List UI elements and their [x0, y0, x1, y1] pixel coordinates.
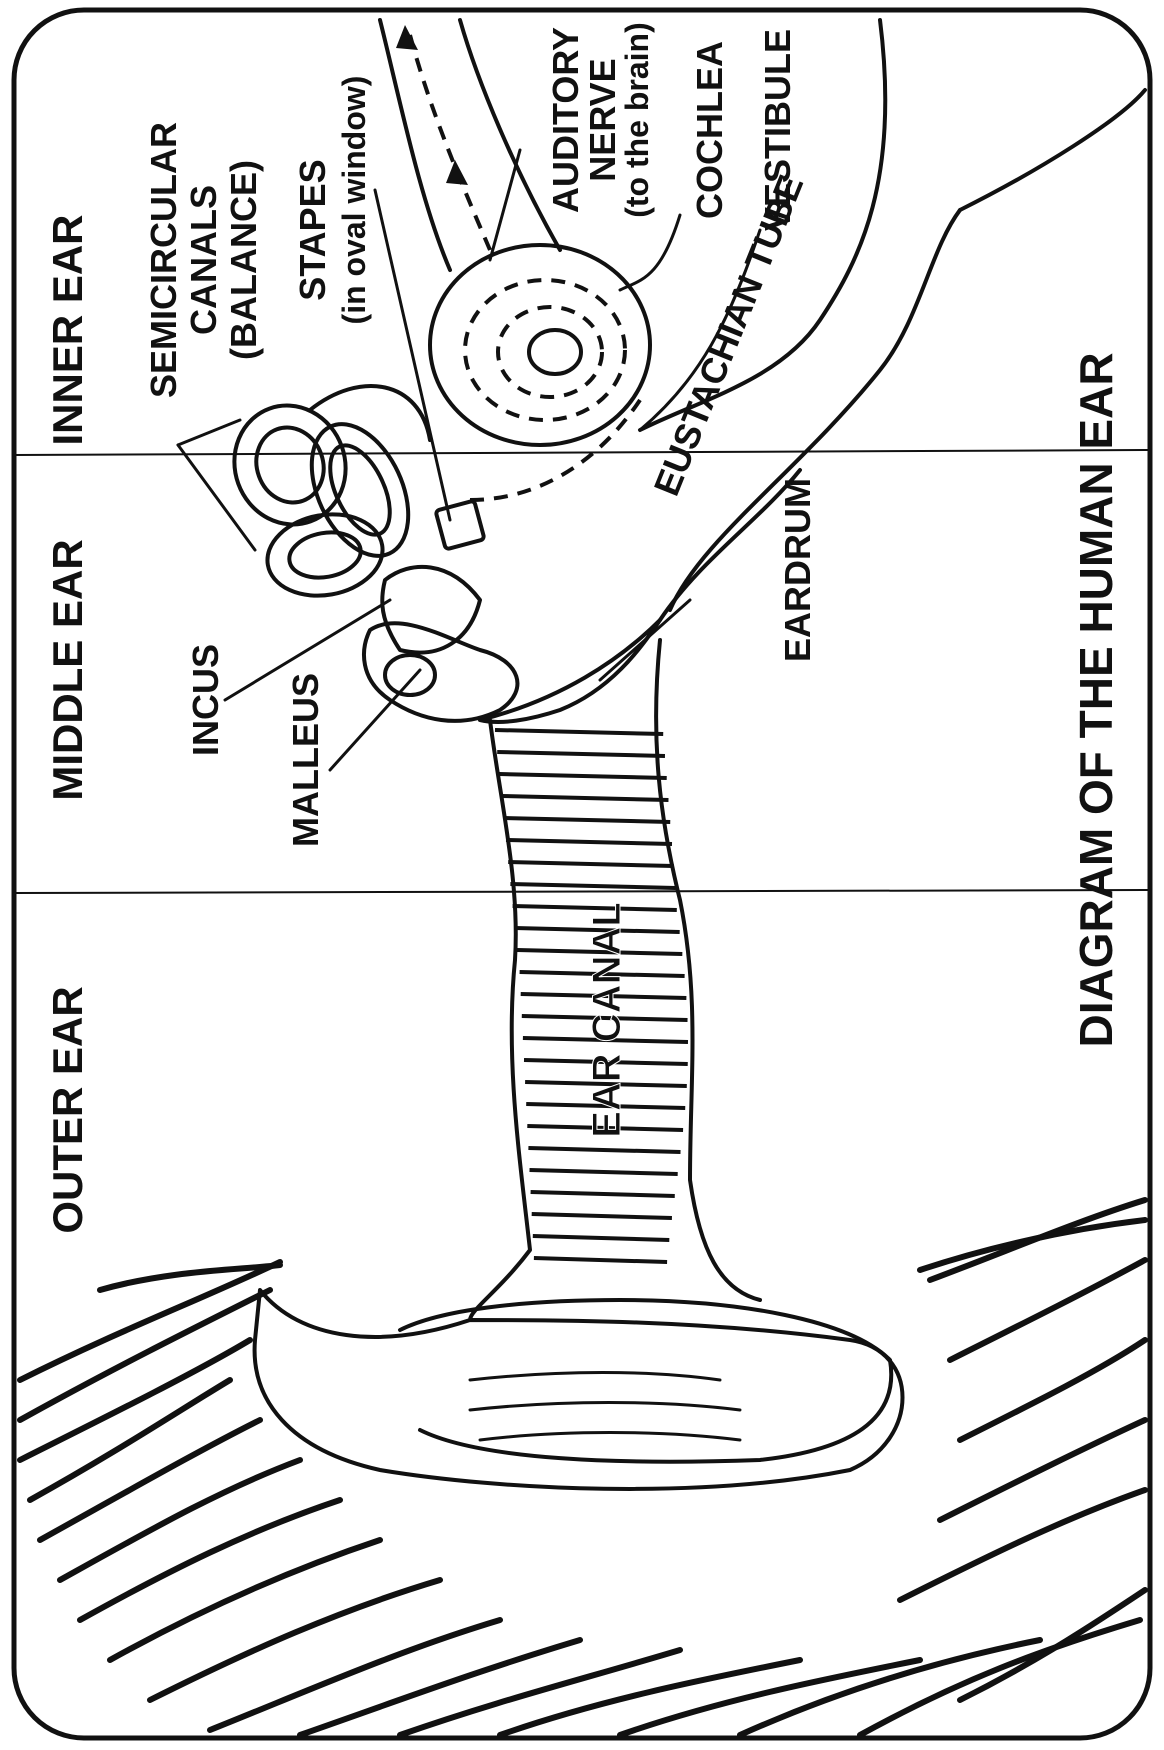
label-semicircular-1: SEMICIRCULAR — [143, 122, 184, 398]
canal-stripe — [532, 1214, 672, 1218]
outer-ear-hair — [20, 1200, 1145, 1735]
ossicles-shape — [364, 501, 517, 721]
label-semicircular-2: CANALS — [183, 185, 224, 335]
canal-stripe — [504, 818, 670, 822]
label-eardrum: EARDRUM — [777, 478, 818, 662]
auditory-nerve-shape — [380, 20, 560, 270]
label-incus: INCUS — [185, 644, 226, 756]
canal-stripe — [495, 730, 663, 734]
section-label-inner: INNER EAR — [44, 214, 91, 445]
label-auditory-3: (to the brain) — [619, 22, 655, 218]
diagram-title: DIAGRAM OF THE HUMAN EAR — [1070, 352, 1122, 1047]
label-ear-canal: EAR CANAL — [585, 902, 629, 1138]
canal-stripe — [528, 1148, 680, 1152]
canal-stripe — [508, 862, 674, 866]
label-semicircular-3: (BALANCE) — [223, 160, 264, 360]
label-stapes-1: STAPES — [292, 159, 333, 300]
canal-stripe — [499, 774, 666, 778]
canal-stripe — [534, 1258, 667, 1262]
section-label-middle: MIDDLE EAR — [44, 539, 91, 800]
canal-stripe — [506, 840, 672, 844]
label-auditory-2: NERVE — [582, 58, 623, 181]
canal-stripe — [531, 1192, 675, 1196]
canal-stripe — [497, 752, 665, 756]
canal-stripe — [533, 1236, 670, 1240]
ear-bowl — [255, 1290, 903, 1489]
canal-stripe — [502, 796, 669, 800]
section-label-outer: OUTER EAR — [44, 986, 91, 1233]
cochlea-shape — [430, 245, 650, 500]
label-malleus: MALLEUS — [285, 673, 326, 847]
section-divider-middle-outer — [14, 890, 1150, 893]
label-cochlea: COCHLEA — [689, 41, 730, 219]
canal-stripe — [530, 1170, 678, 1174]
label-stapes-2: (in oval window) — [336, 76, 372, 325]
label-auditory-1: AUDITORY — [545, 27, 586, 213]
canal-stripe — [510, 884, 675, 888]
